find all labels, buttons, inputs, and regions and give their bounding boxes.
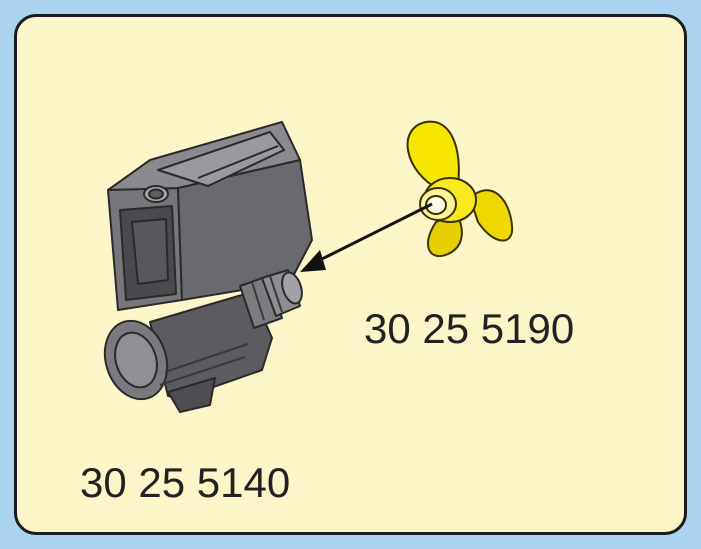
motor-housing-part-number: 30 25 5140 (80, 462, 290, 504)
propeller-part-number: 30 25 5190 (364, 308, 574, 350)
motor-housing-icon (95, 122, 312, 412)
propeller-icon (408, 122, 513, 256)
assembly-arrow (300, 204, 432, 272)
